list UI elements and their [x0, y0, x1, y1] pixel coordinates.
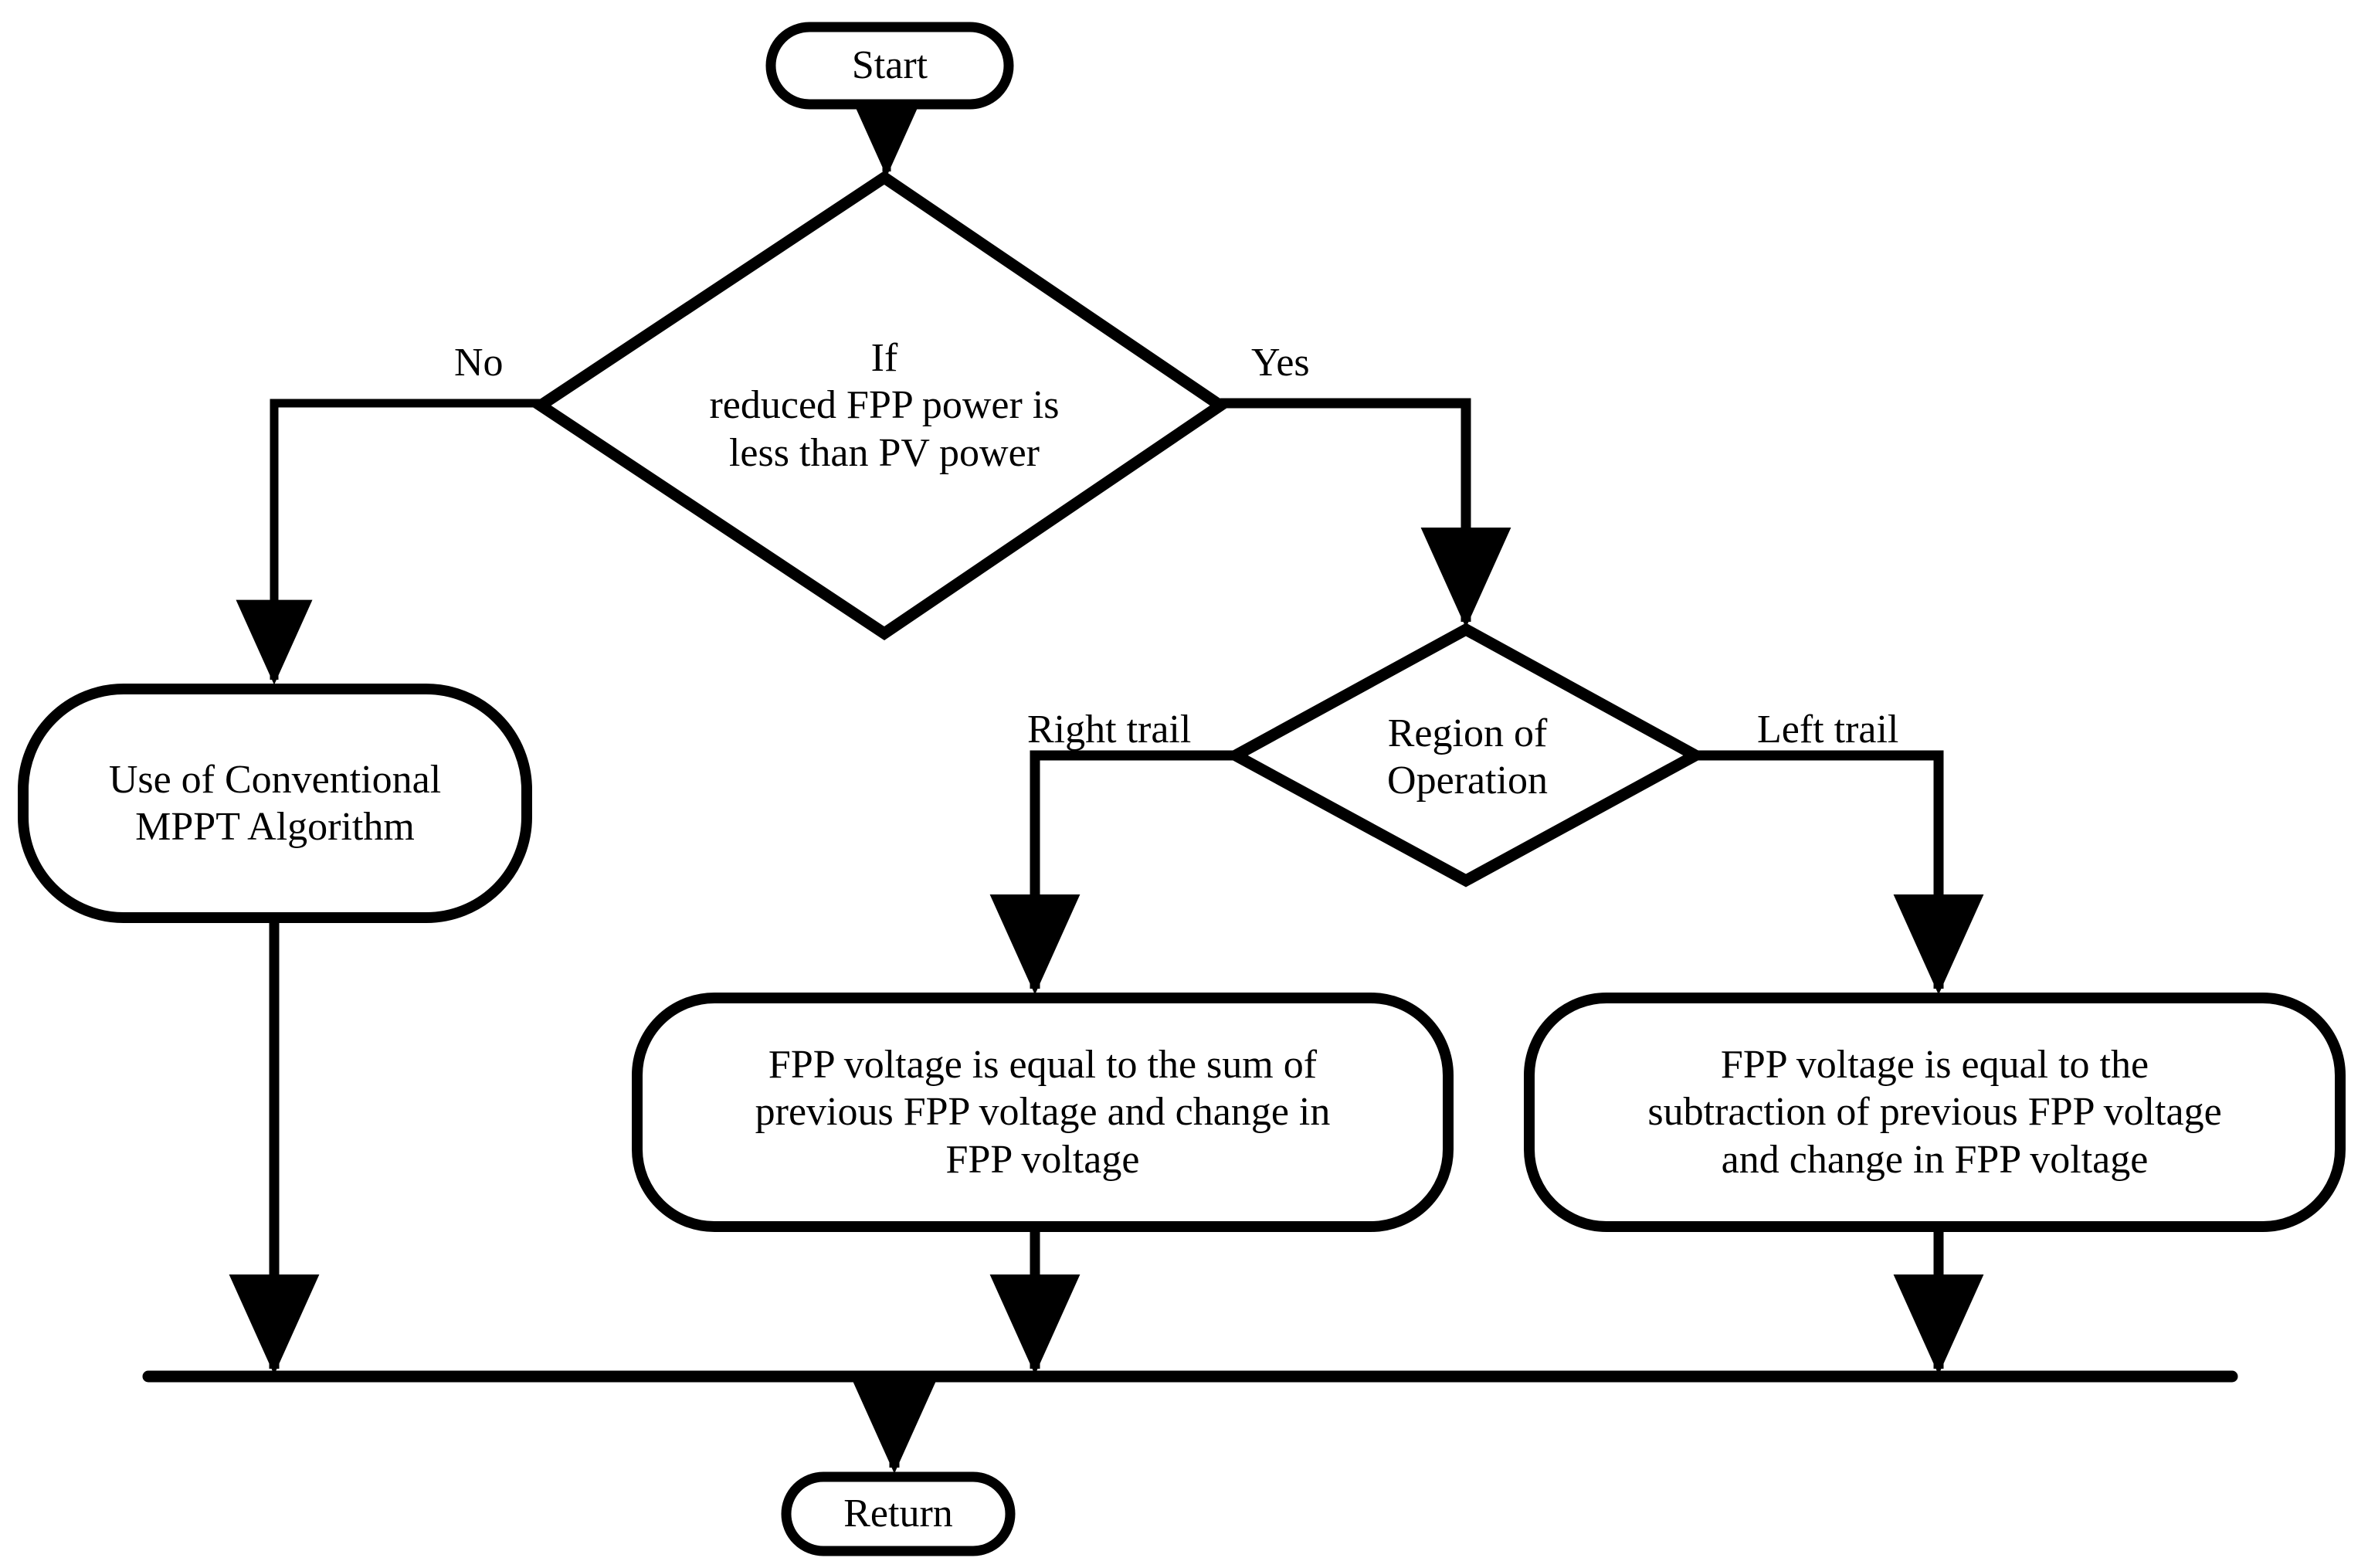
node-conventional-mppt-shape[interactable]	[18, 684, 532, 923]
node-fpp-sum-shape[interactable]	[632, 993, 1454, 1232]
edge-right-trail-to-fpp-sum	[989, 750, 1236, 995]
node-fpp-subtract-shape[interactable]	[1524, 993, 2346, 1232]
node-return-shape[interactable]	[781, 1471, 1016, 1556]
edge-left-trail-to-fpp-subtract	[1695, 750, 1984, 995]
node-decision-region-shape[interactable]	[1223, 623, 1708, 888]
edge-no-to-conventional-mppt	[236, 399, 541, 685]
node-start-shape[interactable]	[765, 22, 1014, 110]
edge-yes-to-decision-region	[1220, 398, 1511, 628]
node-decision-power-shape[interactable]	[530, 170, 1231, 641]
